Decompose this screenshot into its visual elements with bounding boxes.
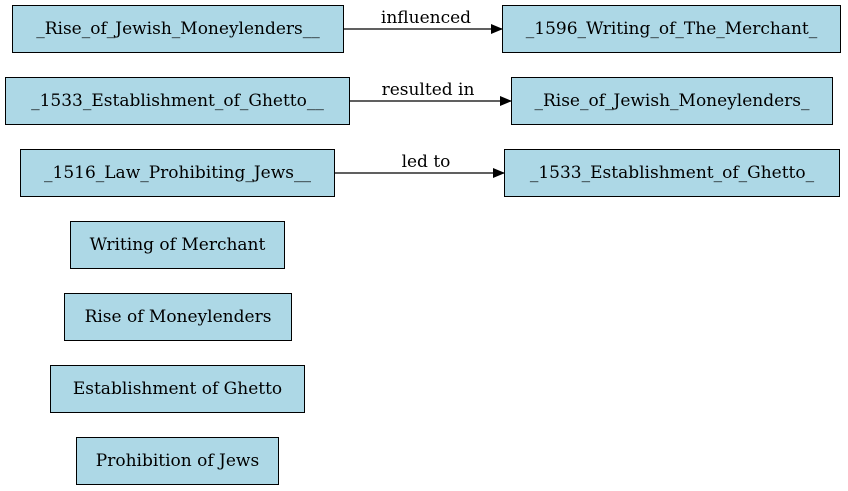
node-establishment-of-ghetto[interactable]: Establishment of Ghetto: [50, 365, 305, 413]
node-rise-of-moneylenders[interactable]: Rise of Moneylenders: [64, 293, 292, 341]
node-1533-establishment-of-ghetto-target[interactable]: _1533_Establishment_of_Ghetto_: [504, 149, 840, 197]
node-rise-of-jewish-moneylenders-target[interactable]: _Rise_of_Jewish_Moneylenders_: [511, 77, 833, 125]
node-rise-of-jewish-moneylenders-source[interactable]: _Rise_of_Jewish_Moneylenders__: [12, 5, 344, 53]
edge-label-resulted-in: resulted in: [381, 80, 475, 100]
edge-label-led-to: led to: [401, 152, 451, 172]
node-writing-of-merchant[interactable]: Writing of Merchant: [70, 221, 285, 269]
node-prohibition-of-jews[interactable]: Prohibition of Jews: [76, 437, 279, 485]
node-1596-writing-of-the-merchant[interactable]: _1596_Writing_of_The_Merchant_: [502, 5, 841, 53]
node-1533-establishment-of-ghetto-source[interactable]: _1533_Establishment_of_Ghetto__: [5, 77, 350, 125]
edge-label-influenced: influenced: [380, 8, 472, 28]
node-1516-law-prohibiting-jews[interactable]: _1516_Law_Prohibiting_Jews__: [20, 149, 335, 197]
